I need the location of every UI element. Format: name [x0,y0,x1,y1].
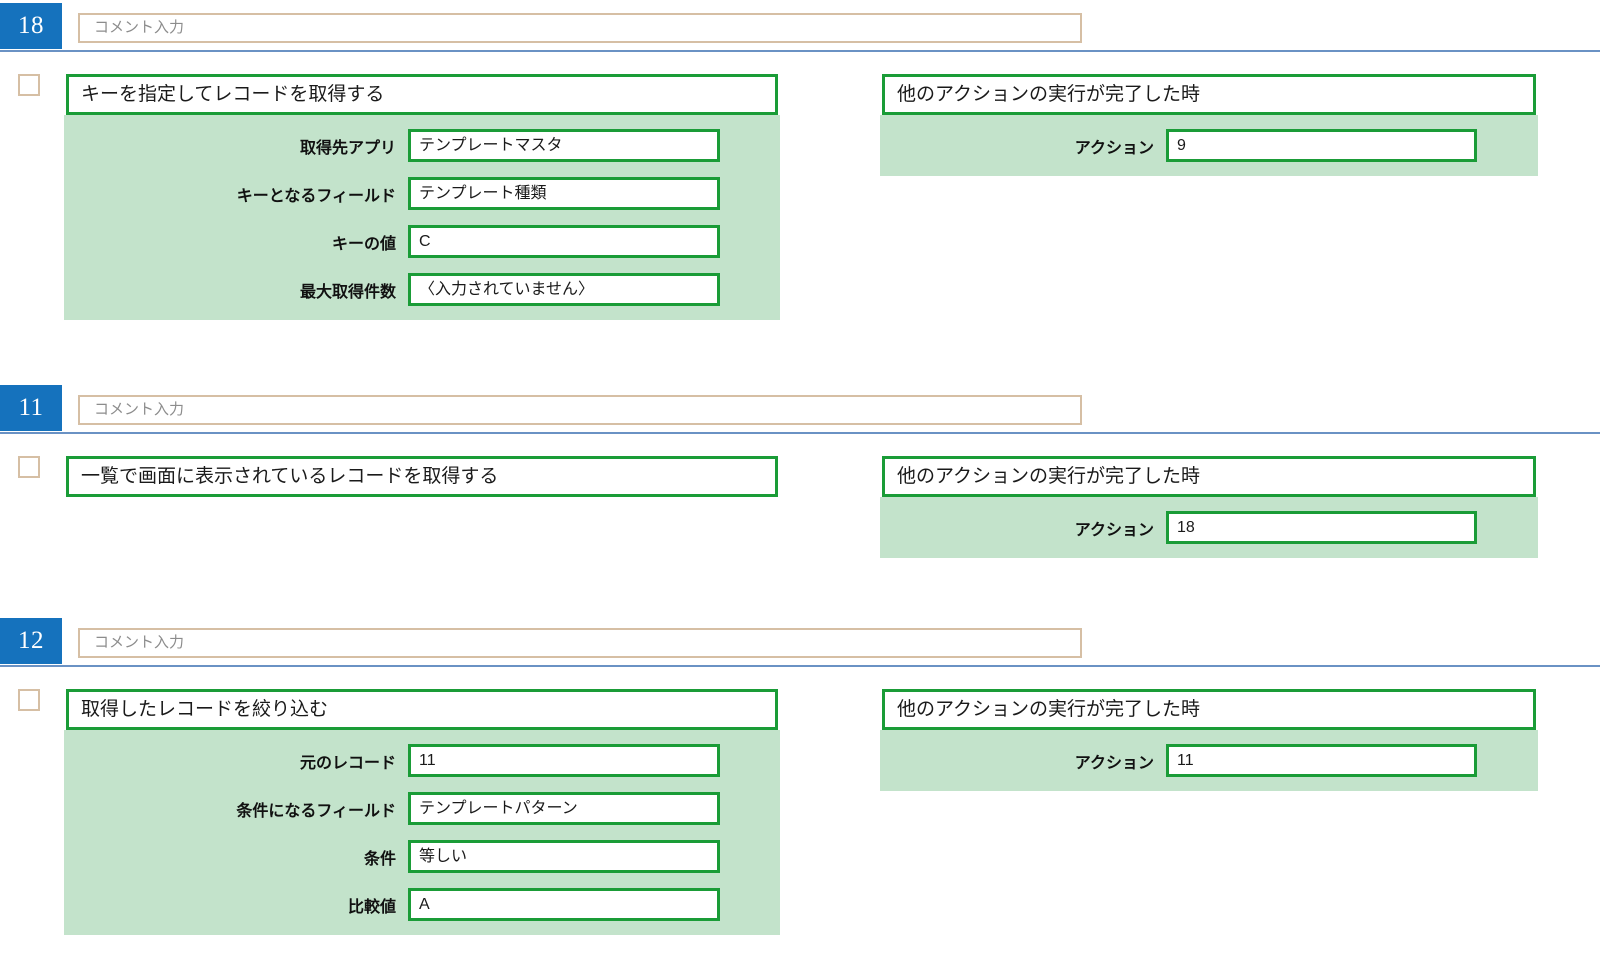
param-value-field[interactable]: A [408,888,720,921]
param-row: 元のレコード 11 [64,744,780,777]
comment-input[interactable]: コメント入力 [78,13,1082,43]
param-label: 最大取得件数 [299,283,396,301]
step-header: 12 コメント入力 [0,615,1600,667]
step-checkbox[interactable] [18,456,40,478]
trigger-card: 他のアクションの実行が完了した時アクション 11 [880,689,1538,791]
step-number-badge: 18 [0,3,62,49]
comment-input[interactable]: コメント入力 [78,395,1082,425]
workflow-step: 12 コメント入力取得したレコードを絞り込む元のレコード 11 条件になるフィールドテ… [0,615,1600,935]
action-title[interactable]: 一覧で画面に表示されているレコードを取得する [66,456,778,497]
action-card: キーを指定してレコードを取得する取得先アプリテンプレートマスタキーとなるフィール… [64,74,780,320]
trigger-title[interactable]: 他のアクションの実行が完了した時 [882,689,1536,730]
param-row: アクション 18 [880,511,1538,544]
step-divider [0,665,1600,667]
trigger-params: アクション 18 [880,497,1538,558]
param-row: 最大取得件数〈入力されていません〉 [64,273,780,306]
param-label: キーとなるフィールド [236,187,396,205]
param-value-field[interactable]: 9 [1166,129,1477,162]
param-label: アクション [1074,521,1154,539]
param-label: キーの値 [331,235,396,253]
step-checkbox[interactable] [18,689,40,711]
step-header: 18 コメント入力 [0,0,1600,52]
trigger-card: 他のアクションの実行が完了した時アクション 18 [880,456,1538,558]
param-label: 元のレコード [299,754,396,772]
step-checkbox[interactable] [18,74,40,96]
comment-input[interactable]: コメント入力 [78,628,1082,658]
param-row: 条件になるフィールドテンプレートパターン [64,792,780,825]
trigger-title[interactable]: 他のアクションの実行が完了した時 [882,74,1536,115]
param-row: アクション 11 [880,744,1538,777]
workflow-step: 11 コメント入力一覧で画面に表示されているレコードを取得する 他のアクションの実行… [0,382,1600,558]
param-row: アクション 9 [880,129,1538,162]
trigger-params: アクション 11 [880,730,1538,791]
step-number-badge: 11 [0,385,62,431]
param-value-field[interactable]: 11 [408,744,720,777]
step-divider [0,50,1600,52]
param-label: アクション [1074,139,1154,157]
action-title[interactable]: キーを指定してレコードを取得する [66,74,778,115]
param-value-field[interactable]: 11 [1166,744,1477,777]
param-label: 比較値 [347,898,396,916]
param-value-field[interactable]: 〈入力されていません〉 [408,273,720,306]
param-value-field[interactable]: テンプレート種類 [408,177,720,210]
step-header: 11 コメント入力 [0,382,1600,434]
param-label: 条件になるフィールド [236,802,396,820]
param-value-field[interactable]: 18 [1166,511,1477,544]
step-divider [0,432,1600,434]
param-row: 取得先アプリテンプレートマスタ [64,129,780,162]
param-value-field[interactable]: 等しい [408,840,720,873]
param-value-field[interactable]: C [408,225,720,258]
trigger-params: アクション 9 [880,115,1538,176]
step-number-badge: 12 [0,618,62,664]
action-card: 一覧で画面に表示されているレコードを取得する [64,456,780,497]
param-label: アクション [1074,754,1154,772]
trigger-card: 他のアクションの実行が完了した時アクション 9 [880,74,1538,176]
param-row: キーとなるフィールドテンプレート種類 [64,177,780,210]
param-row: キーの値 C [64,225,780,258]
param-value-field[interactable]: テンプレートパターン [408,792,720,825]
param-row: 条件等しい [64,840,780,873]
param-value-field[interactable]: テンプレートマスタ [408,129,720,162]
param-label: 取得先アプリ [299,139,396,157]
param-label: 条件 [363,850,396,868]
action-card: 取得したレコードを絞り込む元のレコード 11 条件になるフィールドテンプレートパター… [64,689,780,935]
param-row: 比較値 A [64,888,780,921]
trigger-title[interactable]: 他のアクションの実行が完了した時 [882,456,1536,497]
action-title[interactable]: 取得したレコードを絞り込む [66,689,778,730]
